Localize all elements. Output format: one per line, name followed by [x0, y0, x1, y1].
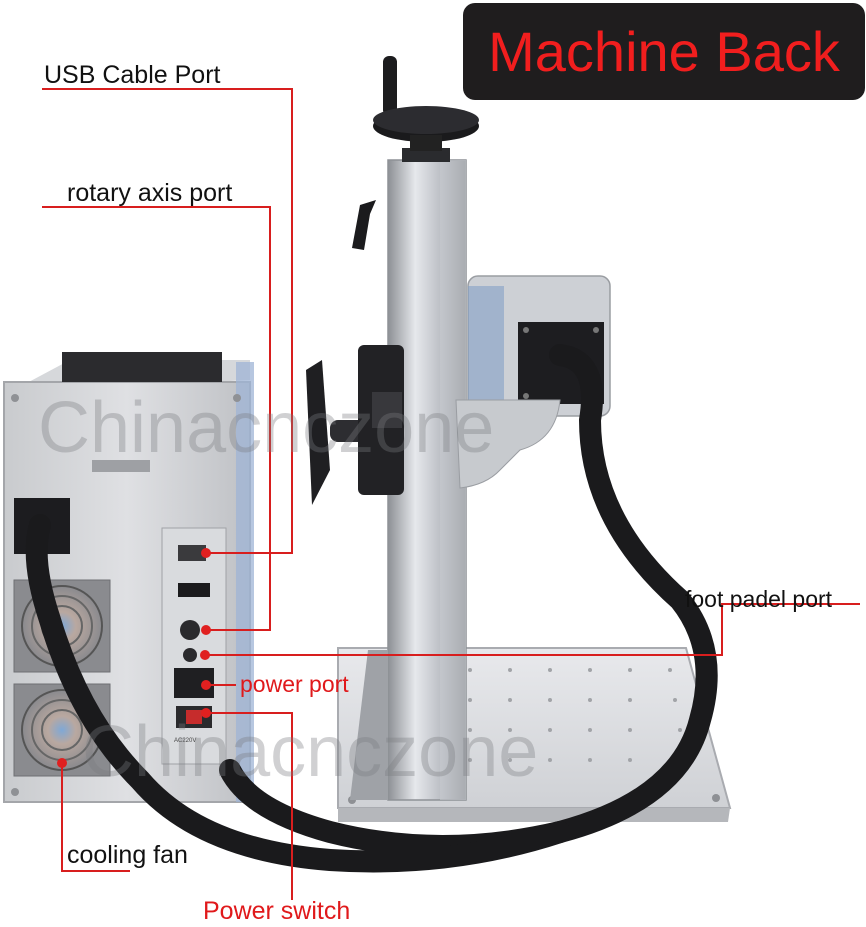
watermark-bottom: Chinacnczone — [82, 712, 539, 792]
lock-lever — [352, 200, 376, 250]
usb-cable-port-label: USB Cable Port — [44, 61, 221, 89]
leader-dots — [57, 548, 211, 768]
fiber-cable-left — [25, 514, 571, 873]
port-panel: AC220V — [161, 527, 227, 765]
height-hand-wheel — [373, 56, 479, 151]
power-switch-label: Power switch — [203, 897, 351, 925]
foot-padel-port-label: foot padel port — [685, 586, 833, 612]
svg-text:AC220V: AC220V — [174, 738, 196, 744]
watermark-top: Chinacnczone — [38, 388, 495, 468]
cooling-fan-label: cooling fan — [67, 841, 188, 869]
fiber-cable-right — [219, 344, 718, 857]
leader-lines — [42, 88, 860, 900]
rotary-axis-port-label: rotary axis port — [67, 179, 233, 207]
rotary-mount — [306, 345, 404, 505]
power-port-label: power port — [240, 671, 349, 697]
title-text: Machine Back — [488, 20, 840, 83]
title-banner: Machine Back — [463, 3, 865, 100]
